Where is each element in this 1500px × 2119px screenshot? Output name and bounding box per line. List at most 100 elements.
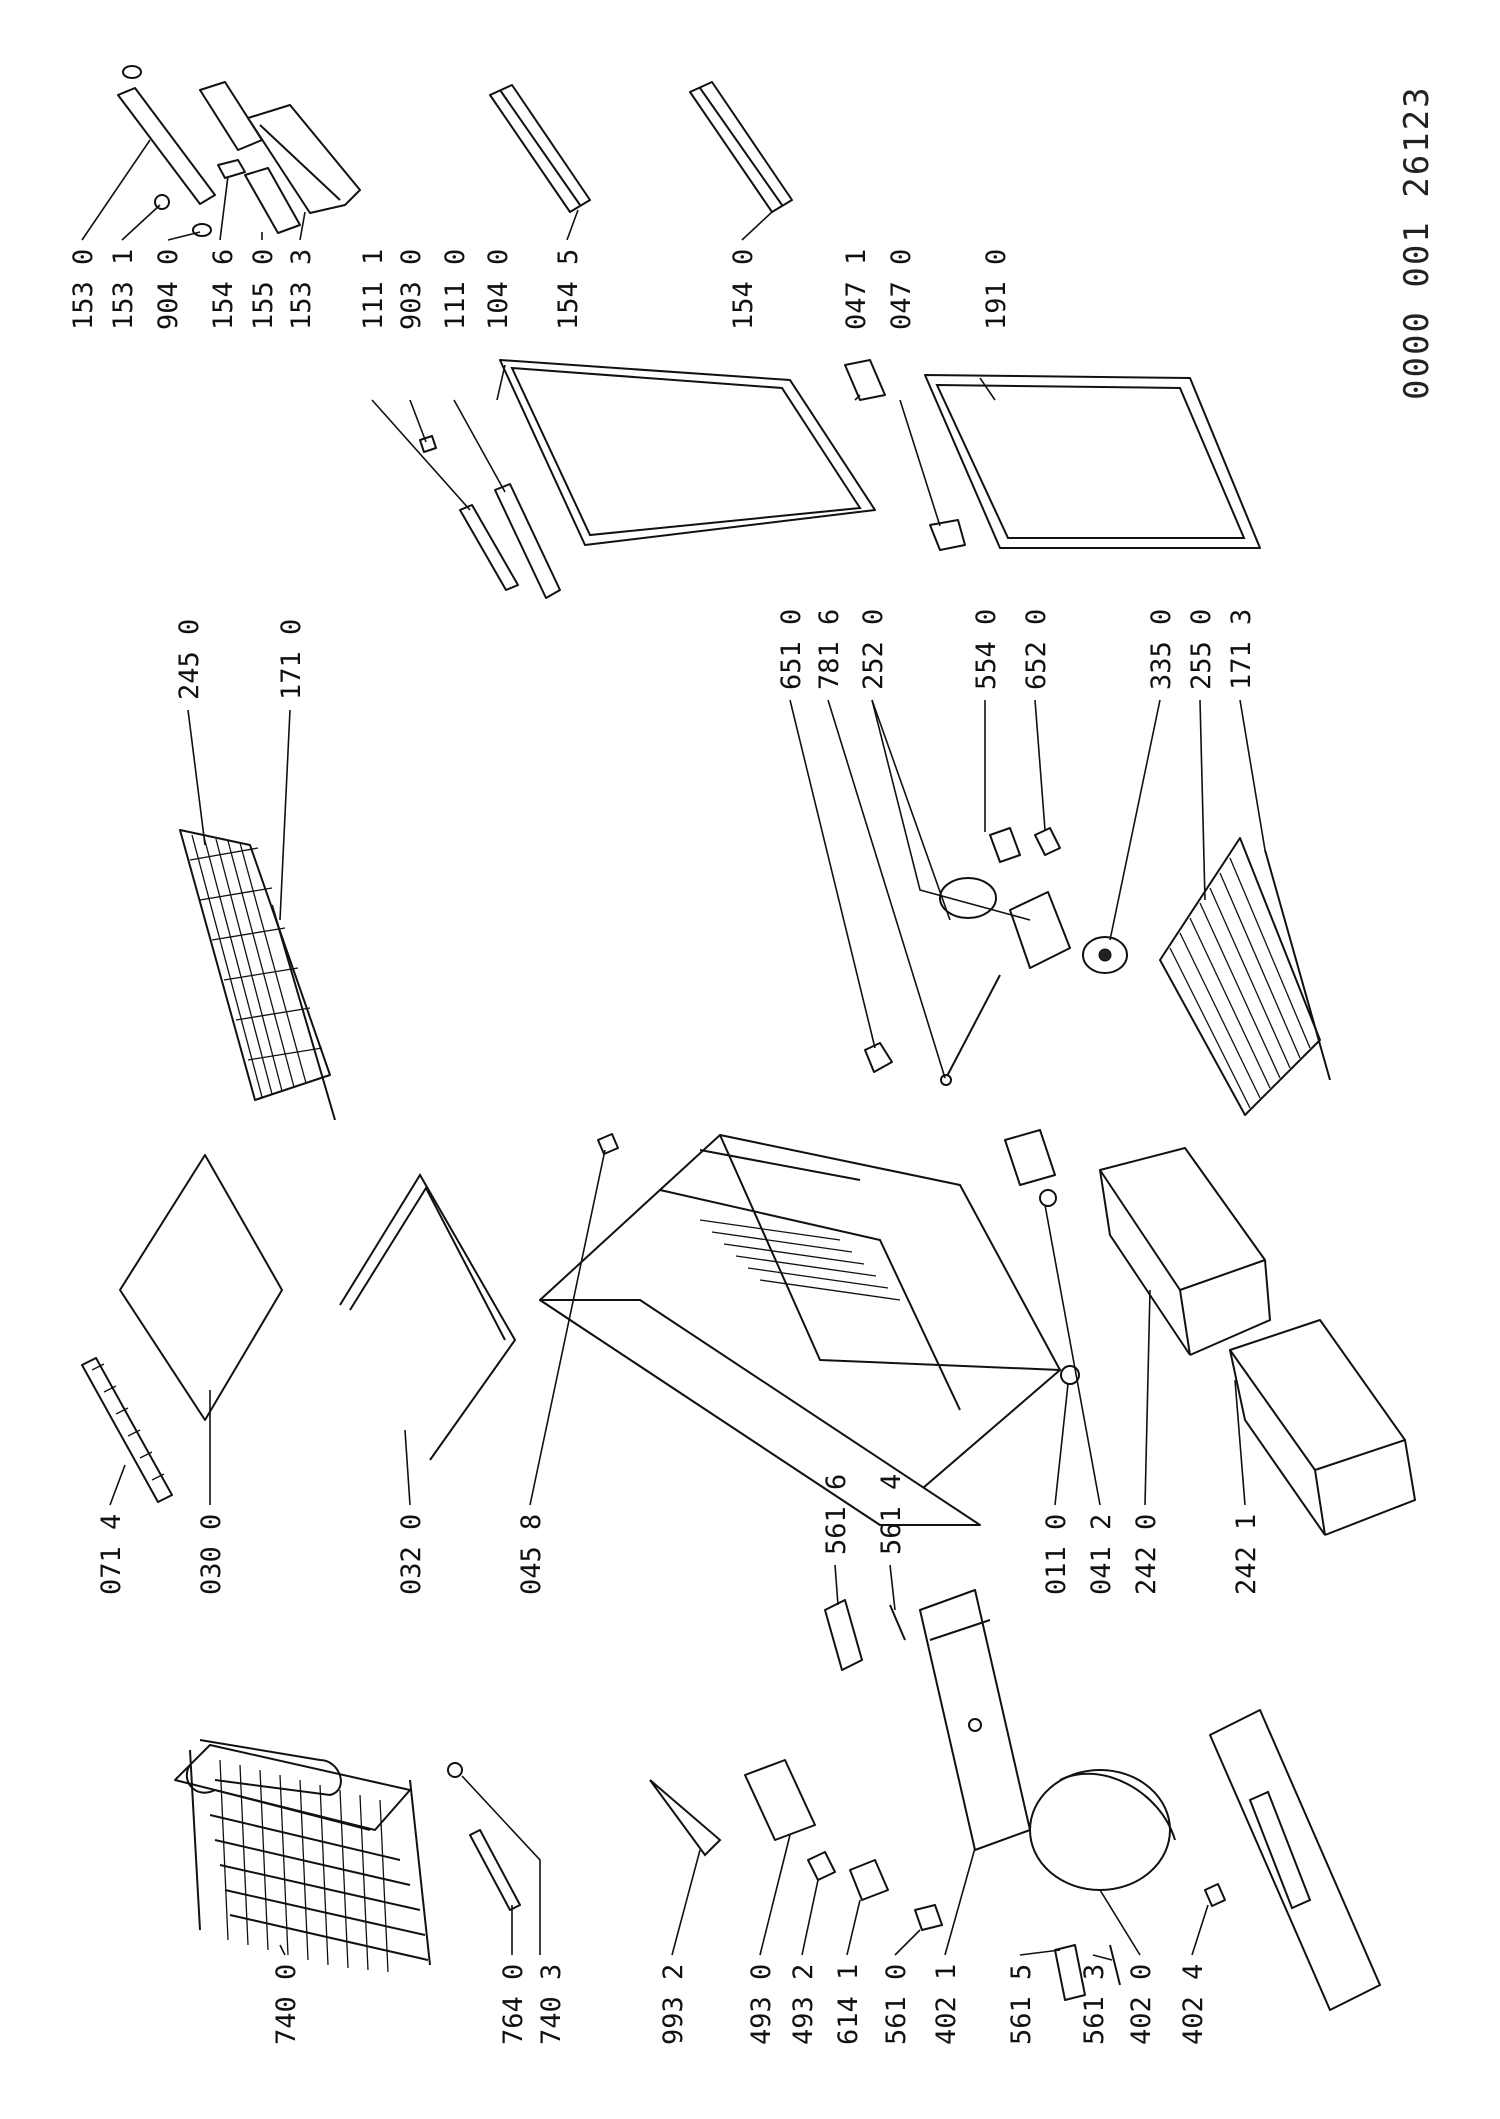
part-label-614-1: 614 1 [833, 1964, 864, 2045]
part-label-561-5: 561 5 [1006, 1964, 1037, 2045]
part-shape-153-0 [117, 87, 216, 205]
part-label-561-6: 561 6 [821, 1474, 852, 1555]
part-shape-252-0 [1009, 891, 1071, 969]
part-label-171-0: 171 0 [276, 619, 307, 700]
part-shape-561-0 [914, 1904, 943, 1931]
part-label-104-0: 104 0 [483, 249, 514, 330]
part-shape-402-4 [1204, 1883, 1226, 1907]
part-shape-011-0 [1060, 1365, 1080, 1385]
part-label-155-0: 155 0 [248, 249, 279, 330]
part-shape-561-3 [1109, 1944, 1121, 1986]
part-shape-554-0 [939, 877, 997, 919]
part-shape-903-0 [419, 435, 437, 453]
part-shape-111-0 [494, 483, 561, 599]
part-shape-904-0-top [122, 65, 142, 79]
part-label-191-0: 191 0 [981, 249, 1012, 330]
part-shape-041-2 [1004, 1129, 1056, 1186]
door-assembly: 111 1 903 0 111 0 104 0 047 1 047 0 191 … [358, 249, 1261, 599]
part-shape-032-0 [339, 1173, 517, 1461]
part-label-252-0: 252 0 [858, 609, 889, 690]
part-shape-740-0 [174, 1744, 411, 1831]
part-shape-153-3 [247, 104, 361, 214]
part-label-171-3: 171 3 [1226, 609, 1257, 690]
part-shape-155-0 [244, 167, 301, 234]
cabinet-shelf-rails [699, 1219, 901, 1301]
part-shape-561-5 [1054, 1944, 1086, 2001]
part-shape-614-1 [849, 1859, 889, 1901]
part-label-111-1: 111 1 [358, 249, 389, 330]
part-label-255-0: 255 0 [1186, 609, 1217, 690]
part-label-904-0: 904 0 [153, 249, 184, 330]
wire-shelf-group: 245 0 171 0 [174, 619, 336, 1121]
part-shape-cabinet-front [719, 1134, 1061, 1371]
part-label-047-1: 047 1 [841, 249, 872, 330]
part-label-493-0: 493 0 [746, 1964, 777, 2045]
part-label-071-4: 071 4 [96, 1514, 127, 1595]
part-shape-045-8 [597, 1133, 619, 1155]
part-label-402-0: 402 0 [1126, 1964, 1157, 2045]
part-label-242-0: 242 0 [1131, 1514, 1162, 1595]
part-label-245-0: 245 0 [174, 619, 205, 700]
part-shape-402-0 [1029, 1769, 1171, 1891]
part-shape-245-0-wires [189, 834, 323, 1098]
part-label-561-0: 561 0 [881, 1964, 912, 2045]
part-label-554-0: 554 0 [971, 609, 1002, 690]
part-label-032-0: 032 0 [396, 1514, 427, 1595]
part-label-561-3: 561 3 [1079, 1964, 1110, 2045]
part-shape-191-0 [924, 374, 1261, 549]
part-label-047-0: 047 0 [886, 249, 917, 330]
part-label-561-4: 561 4 [876, 1474, 907, 1555]
part-shape-993-2 [649, 1779, 722, 1857]
part-shape-154-6 [217, 159, 246, 179]
part-label-652-0: 652 0 [1021, 609, 1052, 690]
part-shape-255-0-ribs [1169, 857, 1311, 1109]
part-label-740-0: 740 0 [271, 1964, 302, 2045]
part-label-402-4: 402 4 [1178, 1964, 1209, 2045]
part-shape-171-3 [1264, 849, 1331, 1081]
part-label-993-2: 993 2 [658, 1964, 689, 2045]
part-label-153-3: 153 3 [286, 249, 317, 330]
part-shape-171-0 [271, 904, 336, 1121]
part-shape-047-1 [844, 359, 886, 401]
part-shape-740-0-coil [185, 1739, 431, 1966]
part-shape-561-4 [889, 1604, 906, 1641]
part-shape-493-0 [744, 1759, 816, 1841]
document-id: 0000 001 26123 [1397, 85, 1437, 400]
part-label-153-1: 153 1 [108, 249, 139, 330]
part-shape-652-0 [1034, 827, 1061, 856]
part-label-402-1: 402 1 [931, 1964, 962, 2045]
part-label-335-0: 335 0 [1146, 609, 1177, 690]
part-label-903-0: 903 0 [396, 249, 427, 330]
part-label-651-0: 651 0 [776, 609, 807, 690]
part-shape-242-1 [1229, 1319, 1406, 1471]
part-label-154-5: 154 5 [553, 249, 584, 330]
part-shape-561-6 [824, 1599, 863, 1671]
part-label-154-0: 154 0 [728, 249, 759, 330]
cabinet-group: 071 4 030 0 032 0 045 8 011 0 041 2 242 … [81, 1129, 1417, 1595]
door-accessories: 153 0 153 1 904 0 154 6 155 0 153 3 154 … [68, 65, 793, 330]
part-label-764-0: 764 0 [498, 1964, 529, 2045]
part-shape-781-6 [944, 974, 1001, 1081]
part-label-740-3: 740 3 [536, 1964, 567, 2045]
part-shape-104-0 [499, 359, 876, 546]
cooling-system-group: 740 0 764 0 740 3 993 2 493 0 493 2 614 … [174, 1474, 1381, 2045]
part-label-153-0: 153 0 [68, 249, 99, 330]
part-shape-071-4 [81, 1357, 173, 1503]
part-label-493-2: 493 2 [788, 1964, 819, 2045]
part-label-045-8: 045 8 [516, 1514, 547, 1595]
part-shape-764-0 [469, 1829, 521, 1911]
part-label-781-6: 781 6 [814, 609, 845, 690]
part-shape-047-0 [929, 519, 966, 551]
part-shape-651-0 [864, 1042, 893, 1073]
part-label-030-0: 030 0 [196, 1514, 227, 1595]
part-shape-030-0 [119, 1154, 283, 1421]
part-shape-904-0 [192, 223, 212, 237]
part-shape-740-3 [447, 1762, 463, 1778]
part-shape-493-2 [807, 1851, 836, 1881]
control-group: 651 0 781 6 252 0 554 0 652 0 335 0 255 … [776, 609, 1331, 1116]
part-label-041-2: 041 2 [1086, 1514, 1117, 1595]
part-label-011-0: 011 0 [1041, 1514, 1072, 1595]
part-label-154-6: 154 6 [208, 249, 239, 330]
part-shape-242-0 [1099, 1147, 1266, 1291]
